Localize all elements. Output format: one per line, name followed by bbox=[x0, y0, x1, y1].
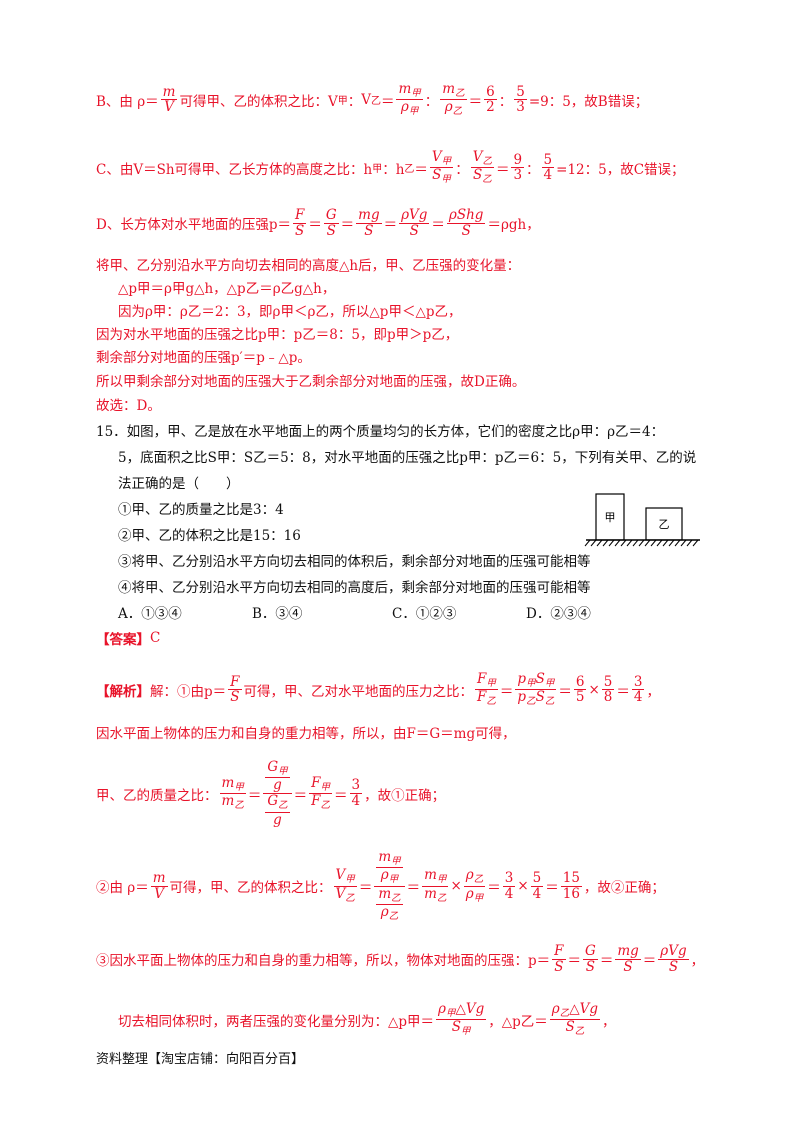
answer-value: C bbox=[150, 630, 161, 646]
analysis-l4c: ，故②正确； bbox=[583, 880, 665, 897]
solution-d-prefix: D、长方体对水平地面的压强p＝ bbox=[96, 217, 291, 234]
option-4: ④将甲、乙分别沿水平方向切去相同的高度后，剩余部分对地面的压强可能相等 bbox=[118, 580, 591, 596]
solution-d-l6: 所以甲剩余部分对地面的压强大于乙剩余部分对地面的压强，故D正确。 bbox=[96, 374, 526, 390]
blocks-figure: 甲 乙 bbox=[584, 493, 700, 547]
solution-d-l2: △p甲＝ρ甲g△h，△p乙＝ρ乙g△h， bbox=[118, 281, 336, 297]
solution-b-prefix: B、由 ρ＝ bbox=[96, 93, 159, 110]
choice-a: A．①③④ bbox=[118, 606, 182, 622]
question-15-line-2: 5，底面积之比S甲：S乙＝5：8，对水平地面的压强之比p甲：p乙＝6：5，下列有… bbox=[118, 450, 697, 466]
analysis-l3a: 甲、乙的质量之比： bbox=[96, 787, 218, 804]
analysis-l6a: 切去相同体积时，两者压强的变化量分别为：△p甲＝ bbox=[118, 1013, 435, 1030]
analysis-l6b: ，△p乙＝ bbox=[488, 1013, 548, 1030]
choice-b: B．③④ bbox=[252, 606, 303, 622]
solution-b-mid: 可得甲、乙的体积之比：V bbox=[179, 93, 338, 110]
choice-c: C．①②③ bbox=[392, 606, 457, 622]
option-3: ③将甲、乙分别沿水平方向切去相同的体积后，剩余部分对地面的压强可能相等 bbox=[118, 554, 591, 570]
solution-d-l5: 剩余部分对地面的压强p′＝p﹣△p。 bbox=[96, 350, 311, 366]
footer-note: 资料整理【淘宝店铺：向阳百分百】 bbox=[96, 1052, 305, 1067]
analysis-l4a: ②由 ρ＝ bbox=[96, 880, 149, 897]
analysis-l1a: 解：①由p＝ bbox=[150, 683, 227, 700]
analysis-l4b: 可得，甲、乙的体积之比： bbox=[169, 880, 332, 897]
analysis-l5a: ③因水平面上物体的压力和自身的重力相等，所以，物体对地面的压强：p＝ bbox=[96, 953, 551, 970]
option-2: ②甲、乙的体积之比是15：16 bbox=[118, 528, 301, 544]
choice-d: D．②③④ bbox=[526, 606, 591, 622]
answer-label: 【答案】 bbox=[96, 632, 150, 648]
solution-b-result: =9：5，故B错误； bbox=[528, 93, 649, 110]
answer-line: 【答案】C bbox=[96, 628, 160, 648]
block-jia-label: 甲 bbox=[605, 511, 616, 524]
solution-b-after: V bbox=[361, 91, 371, 108]
question-15-line-3: 法正确的是（ ） bbox=[118, 476, 240, 492]
analysis-label: 【解析】 bbox=[96, 683, 150, 700]
solution-d-l7: 故选：D。 bbox=[96, 398, 161, 414]
block-yi-label: 乙 bbox=[659, 518, 670, 531]
question-15-line-1: 15．如图，甲、乙是放在水平地面上的两个质量均匀的长方体，它们的密度之比ρ甲：ρ… bbox=[96, 424, 665, 440]
solution-d-result: ＝ρgh， bbox=[487, 217, 540, 234]
solution-c-prefix: C、由V＝Sh可得甲、乙长方体的高度之比：h bbox=[96, 161, 373, 178]
option-1: ①甲、乙的质量之比是3：4 bbox=[118, 502, 284, 518]
analysis-l1b: 可得，甲、乙对水平地面的压力之比： bbox=[243, 683, 474, 700]
analysis-line-2: 因水平面上物体的压力和自身的重力相等，所以，由F＝G＝mg可得， bbox=[96, 726, 516, 742]
solution-d-l4: 因为对水平地面的压强之比p甲：p乙＝8：5，即p甲＞p乙， bbox=[96, 327, 459, 343]
choices-row: A．①③④ B．③④ C．①②③ D．②③④ bbox=[118, 602, 591, 622]
analysis-l3b: ，故①正确； bbox=[364, 787, 446, 804]
solution-d-l1: 将甲、乙分别沿水平方向切去相同的高度△h后，甲、乙压强的变化量： bbox=[96, 258, 521, 274]
solution-d-l3: 因为ρ甲：ρ乙＝2：3，即ρ甲＜ρ乙，所以△p甲＜△p乙， bbox=[118, 304, 462, 320]
solution-c-result: =12：5，故C错误； bbox=[556, 161, 685, 178]
